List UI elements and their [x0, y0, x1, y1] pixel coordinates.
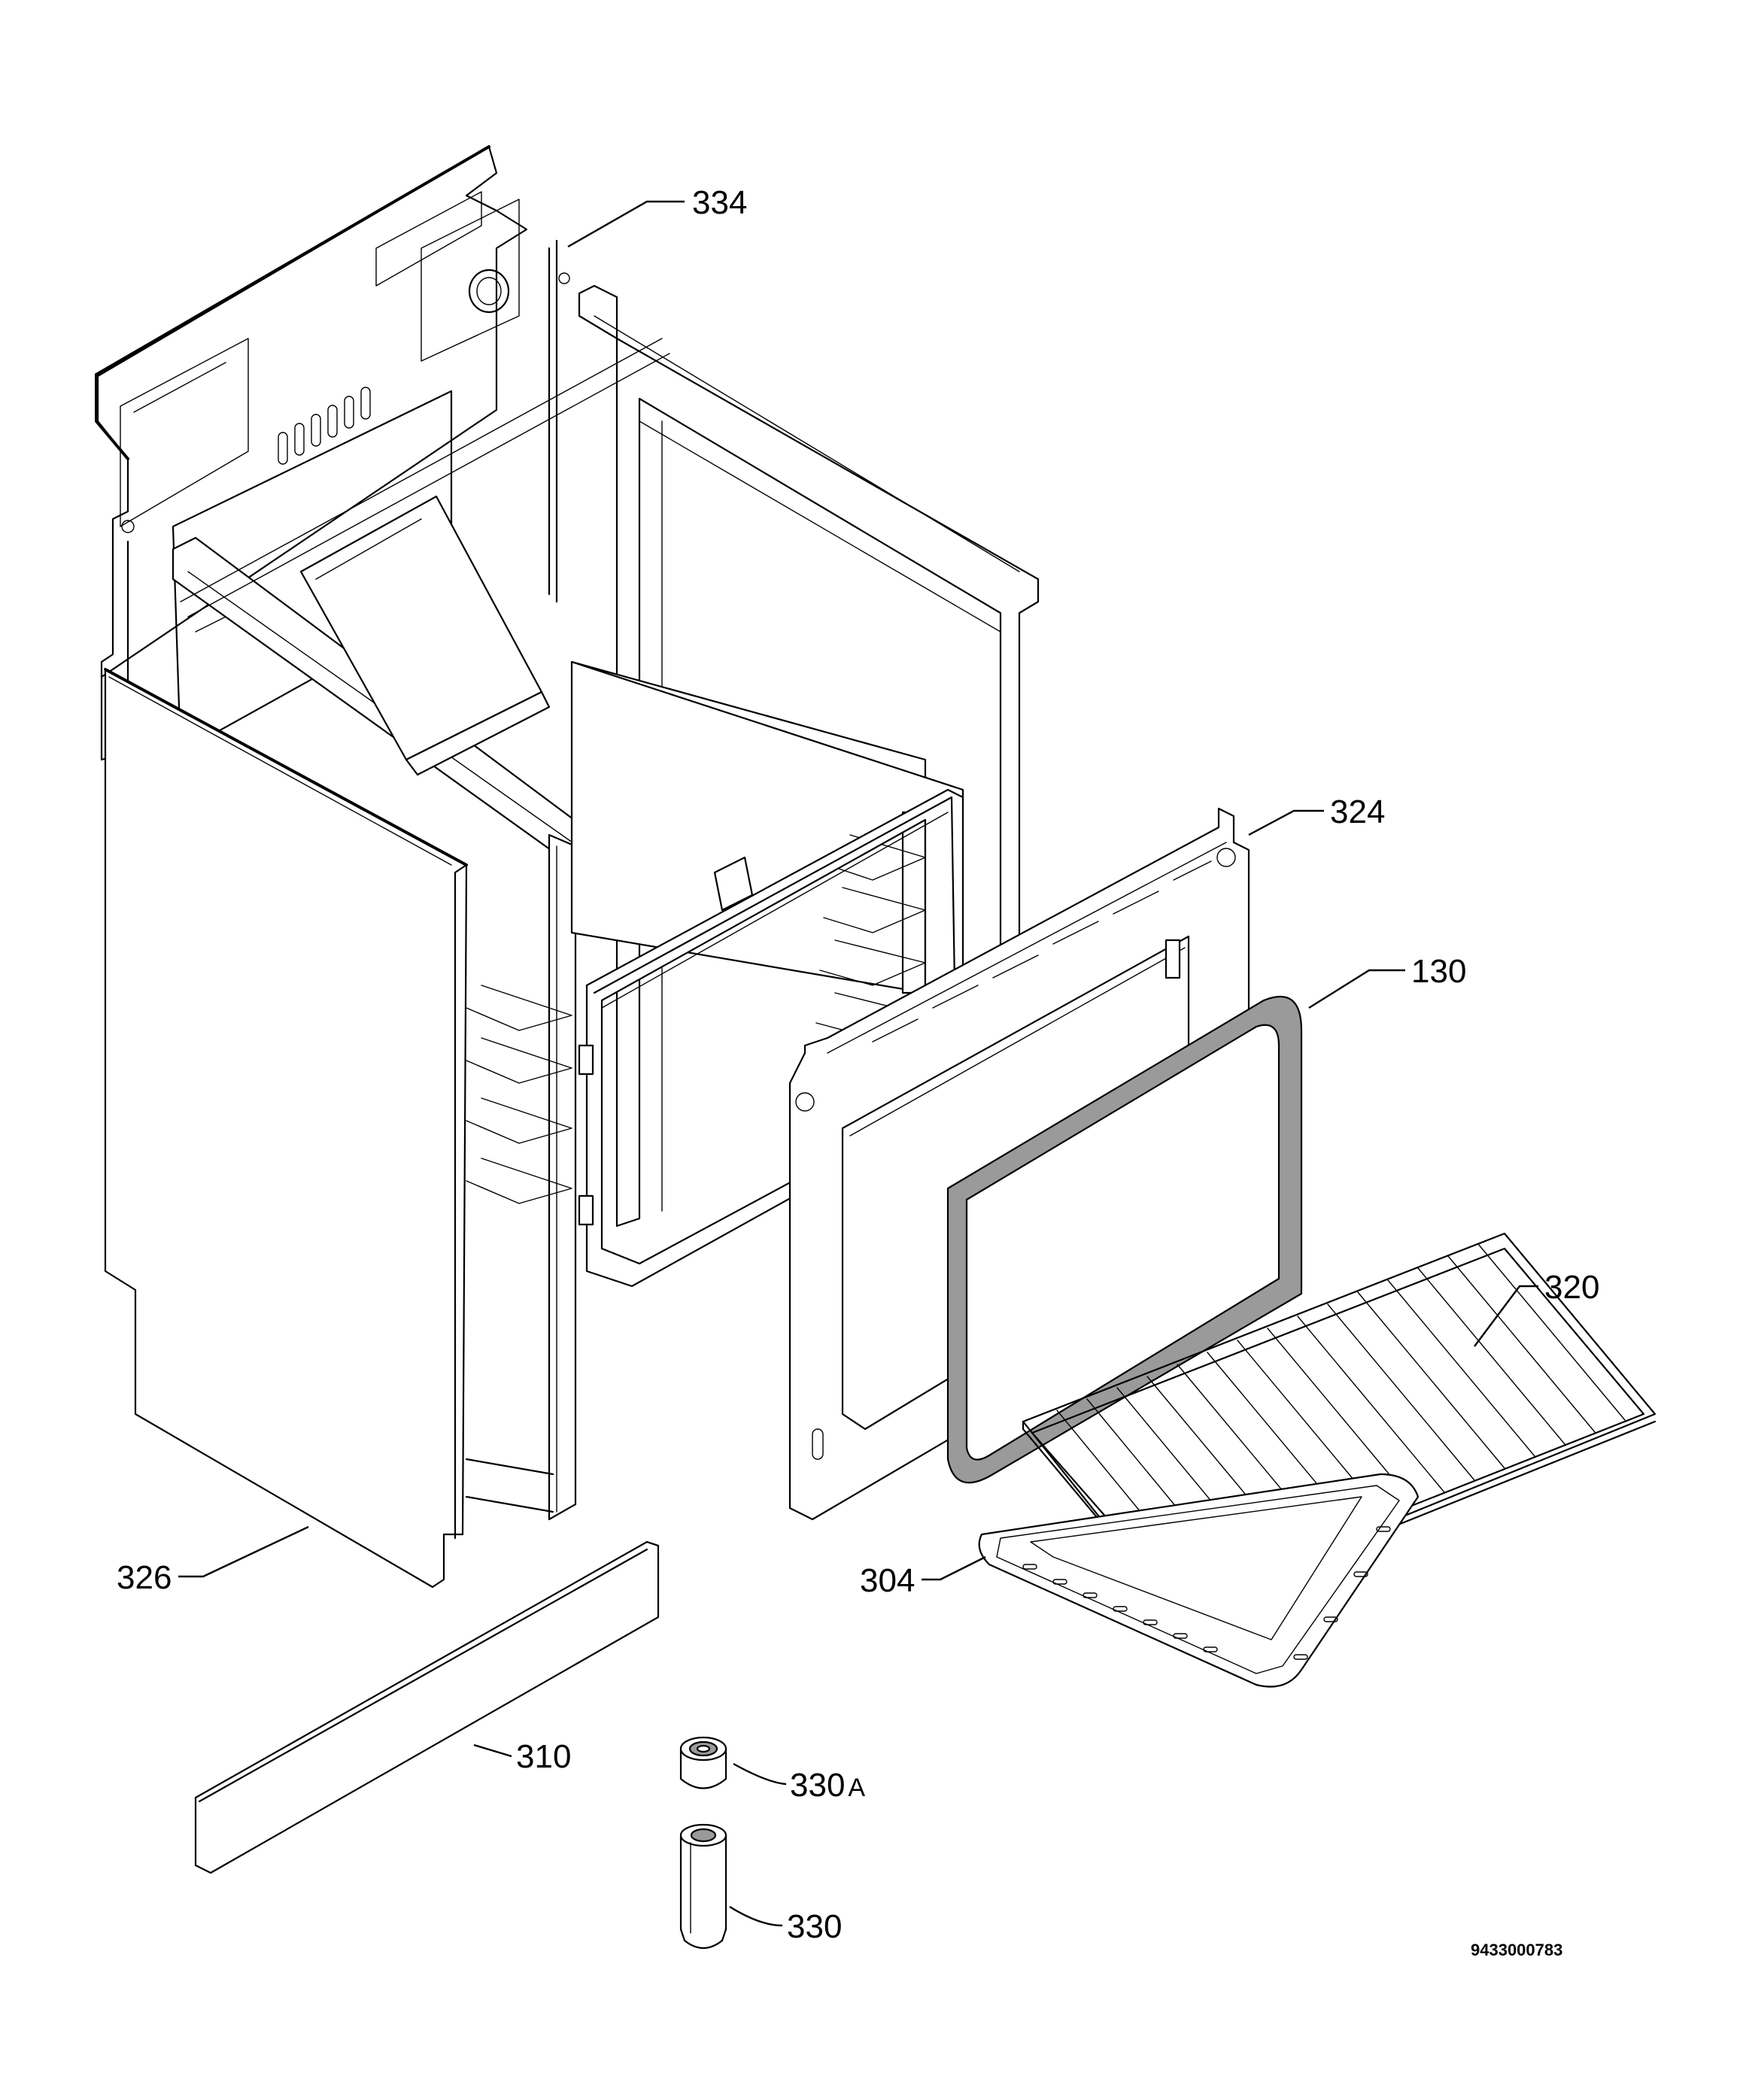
oven-cavity	[299, 495, 1009, 1288]
vent-slots	[278, 387, 371, 465]
part-130-door-gasket	[946, 996, 1303, 1484]
part-330a-foot-cap	[679, 1736, 727, 1789]
part-310-kick-plate	[194, 1540, 660, 1874]
callout-130: 130	[1411, 953, 1466, 990]
leader-334	[567, 200, 685, 248]
document-number: 9433000783	[1471, 1941, 1562, 1959]
leader-130	[1308, 969, 1405, 1009]
callout-330a-suffix: A	[848, 1774, 865, 1802]
leader-330	[729, 1905, 783, 1927]
callout-324: 324	[1330, 794, 1385, 830]
tray-rim-holes	[1022, 1526, 1391, 1660]
callout-334: 334	[692, 184, 747, 221]
part-304-baking-tray	[978, 1473, 1420, 1688]
leader-320	[1474, 1285, 1538, 1347]
callout-320: 320	[1544, 1269, 1599, 1306]
callout-304: 304	[860, 1562, 915, 1599]
leader-310	[473, 1743, 512, 1758]
leader-lines	[178, 200, 1538, 1927]
callout-326: 326	[117, 1559, 172, 1596]
frame-top-slots	[872, 860, 1212, 1042]
part-326-side-panel	[104, 668, 468, 1589]
leader-304	[922, 1555, 986, 1581]
callout-310: 310	[516, 1738, 571, 1775]
leader-326	[178, 1525, 309, 1578]
leader-324	[1248, 809, 1324, 836]
callout-330a-number: 330	[790, 1767, 845, 1804]
callout-330: 330	[787, 1908, 842, 1945]
part-330-foot	[679, 1823, 727, 1950]
side-rack-runners	[466, 834, 926, 1204]
leader-330a	[733, 1762, 787, 1786]
